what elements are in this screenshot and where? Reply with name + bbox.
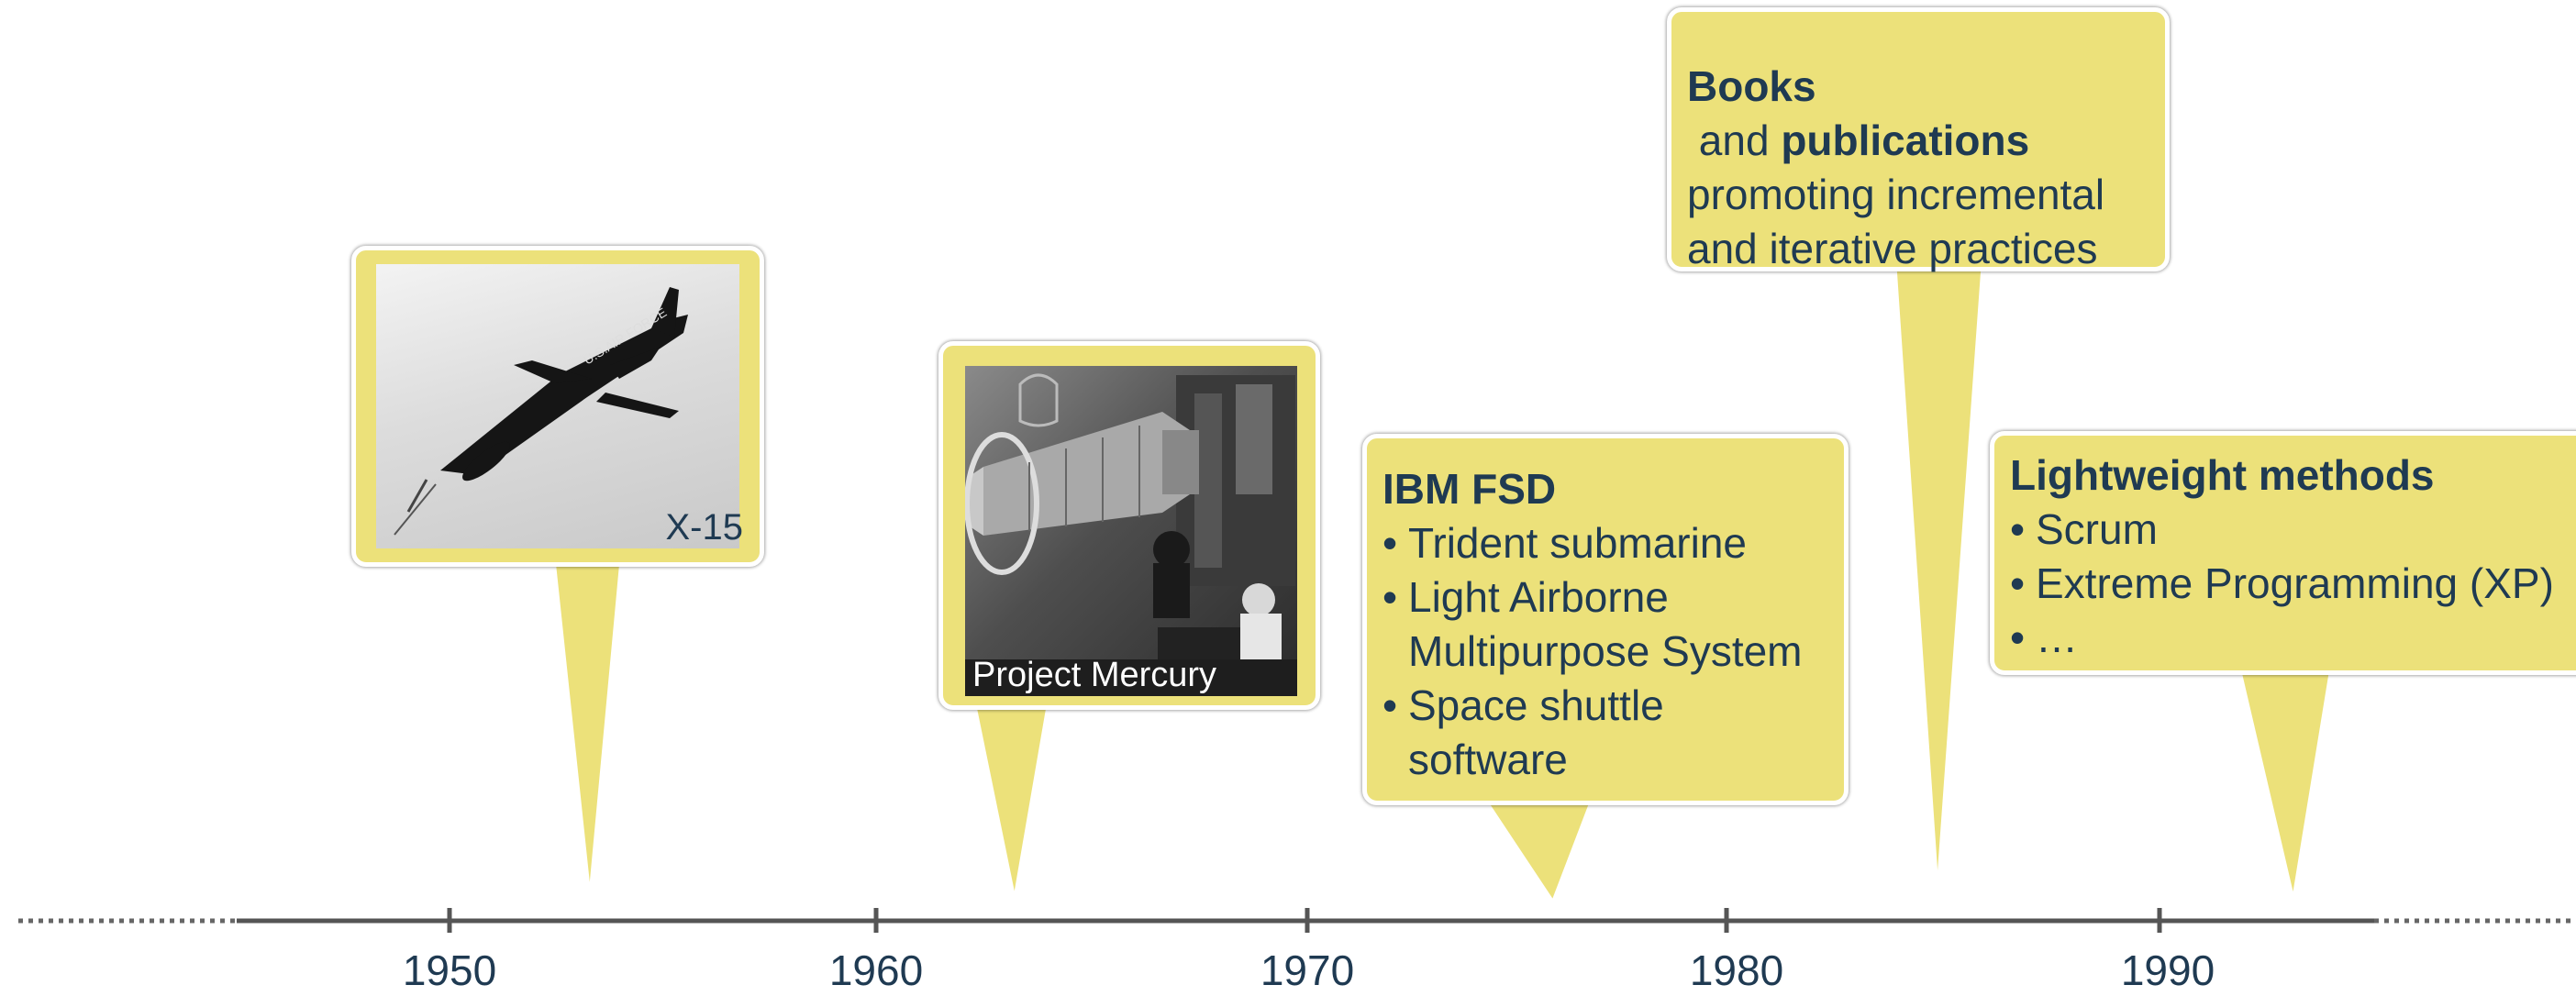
mercury-pointer bbox=[972, 703, 1051, 906]
ibm-fsd-callout: IBM FSD Trident submarine Light Airborne… bbox=[1362, 434, 1849, 805]
mercury-caption: Project Mercury bbox=[972, 656, 1217, 694]
mercury-capsule-icon bbox=[965, 373, 1297, 696]
ibm-fsd-item-lamps: Light Airborne Multipurpose System bbox=[1382, 570, 1832, 679]
lightweight-item-scrum: Scrum bbox=[2010, 503, 2576, 557]
year-label-1980: 1980 bbox=[1689, 946, 1784, 994]
books-bold-publications: publications bbox=[1781, 116, 2030, 164]
mercury-callout: Project Mercury bbox=[938, 341, 1320, 710]
year-label-1960: 1960 bbox=[828, 946, 924, 994]
lightweight-title: Lightweight methods bbox=[2010, 451, 2435, 499]
ibm-fsd-item-trident: Trident submarine bbox=[1382, 516, 1832, 570]
lightweight-list: Scrum Extreme Programming (XP) … bbox=[2010, 503, 2576, 665]
x15-aircraft-icon: U.S.AIR FORCE bbox=[394, 287, 688, 536]
ibm-pointer bbox=[1483, 800, 1594, 906]
year-label-1950: 1950 bbox=[402, 946, 497, 994]
ibm-fsd-title: IBM FSD bbox=[1382, 465, 1557, 513]
x15-photo: U.S.AIR FORCE bbox=[376, 264, 739, 548]
lightweight-text: Lightweight methods Scrum Extreme Progra… bbox=[2010, 448, 2576, 665]
year-label-1970: 1970 bbox=[1260, 946, 1355, 994]
books-description: promoting incremental and iterative prac… bbox=[1687, 171, 2105, 272]
year-label-1990: 1990 bbox=[2120, 946, 2215, 994]
books-bold-books: Books bbox=[1687, 62, 1816, 110]
lightweight-methods-callout: Lightweight methods Scrum Extreme Progra… bbox=[1990, 431, 2576, 675]
lightweight-pointer bbox=[2236, 665, 2335, 906]
books-text: Books and publications promoting increme… bbox=[1687, 60, 2150, 276]
ibm-fsd-item-shuttle: Space shuttle software bbox=[1382, 679, 1720, 787]
x15-callout: U.S.AIR FORCE X-15 bbox=[351, 246, 764, 567]
x15-pointer bbox=[550, 557, 625, 908]
lightweight-item-more: … bbox=[2010, 611, 2576, 665]
books-callout: Books and publications promoting increme… bbox=[1667, 7, 2170, 272]
mercury-photo bbox=[965, 366, 1297, 696]
ibm-fsd-list: Trident submarine Light Airborne Multipu… bbox=[1382, 516, 1832, 787]
ibm-fsd-text: IBM FSD Trident submarine Light Airborne… bbox=[1382, 462, 1832, 787]
books-and: and bbox=[1687, 116, 1782, 164]
lightweight-item-xp: Extreme Programming (XP) bbox=[2010, 557, 2576, 611]
books-pointer bbox=[1892, 263, 1986, 906]
x15-caption: X-15 bbox=[665, 507, 744, 548]
